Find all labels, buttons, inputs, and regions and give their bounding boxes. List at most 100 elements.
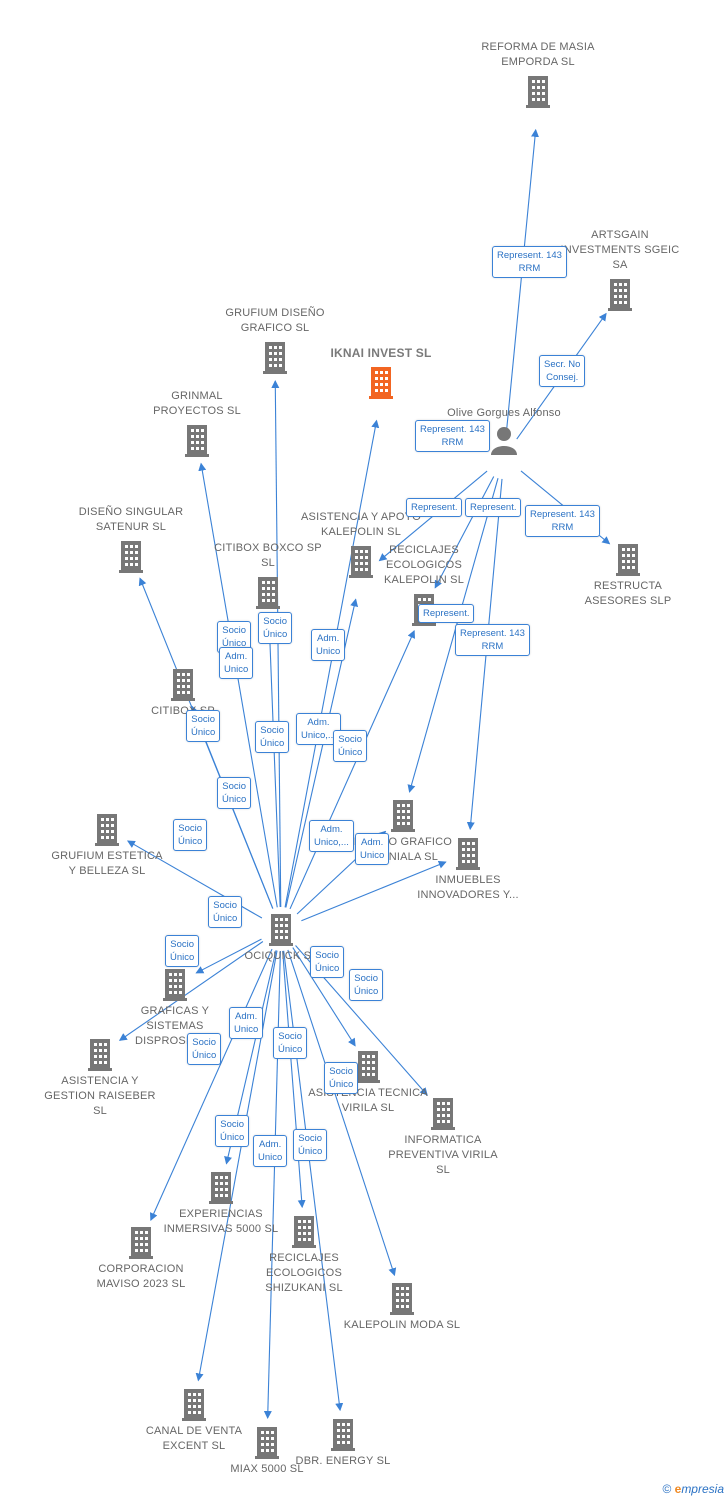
node-asistencia-gestion[interactable]: ASISTENCIA Y GESTION RAISEBER SL xyxy=(40,1037,160,1119)
edge-label-line: Represent. xyxy=(423,608,470,619)
edge-ociquick-iknai xyxy=(284,419,380,908)
edge-ociquick-kalepolin_moda xyxy=(287,949,397,1277)
node-label: RECICLAJES ECOLOGICOS KALEPOLIN SL xyxy=(383,544,465,586)
edge-label-line: Unico xyxy=(360,850,385,861)
edge-label-line: Socio xyxy=(220,1119,245,1130)
edge-label-line: Socio xyxy=(263,616,288,627)
node-label: RESTRUCTA ASESORES SLP xyxy=(584,580,672,607)
edge-label-adm-unico: Adm. Unico xyxy=(219,647,254,679)
edge-ociquick-canal xyxy=(195,950,278,1382)
edge-label-line: Único xyxy=(220,1132,245,1143)
brand-name: mpresia xyxy=(681,1482,724,1496)
edge-label-line: Unico xyxy=(224,664,249,675)
node-ociquick[interactable]: OCIQUICK SL xyxy=(221,912,341,964)
node-asistencia-apoyo[interactable]: ASISTENCIA Y APOYO KALEPOLIN SL xyxy=(301,510,421,578)
node-corporacion[interactable]: CORPORACION MAVISO 2023 SL xyxy=(81,1225,201,1292)
copyright-symbol: © xyxy=(662,1482,672,1496)
building-icon xyxy=(454,836,482,870)
edge-label-line: Socio xyxy=(192,1037,217,1048)
edge-label-line: Represent. 143 xyxy=(460,628,525,639)
node-reforma[interactable]: REFORMA DE MASIA EMPORDA SL xyxy=(478,40,598,108)
edge-label-adm-unico: Adm.Unico xyxy=(253,1135,288,1167)
edge-label-line: RRM xyxy=(481,641,504,652)
node-label: ASISTENCIA Y APOYO KALEPOLIN SL xyxy=(301,511,421,538)
edge-label-line: Único xyxy=(298,1146,323,1157)
node-canal[interactable]: CANAL DE VENTA EXCENT SL xyxy=(134,1387,254,1454)
edge-label-line: Único xyxy=(338,747,363,758)
node-label: GRINMAL PROYECTOS SL xyxy=(153,390,241,417)
node-citibox-boxco[interactable]: CITIBOX BOXCO SP SL xyxy=(208,541,328,609)
node-grinmal[interactable]: GRINMAL PROYECTOS SL xyxy=(137,389,257,457)
edge-label-line: Socio xyxy=(338,734,363,745)
node-kalepolin-moda[interactable]: KALEPOLIN MODA SL xyxy=(342,1281,462,1333)
edge-label-line: Adm. xyxy=(225,651,248,662)
node-label: ASISTENCIA Y GESTION RAISEBER SL xyxy=(44,1075,156,1117)
node-reciclajes-shizukani[interactable]: RECICLAJES ECOLOGICOS SHIZUKANI SL xyxy=(244,1214,364,1296)
edge-label-adm-unico: Adm. Unico xyxy=(355,833,390,865)
building-icon xyxy=(524,74,552,108)
node-miax[interactable]: MIAX 5000 SL xyxy=(207,1425,327,1477)
node-dbr[interactable]: DBR. ENERGY SL xyxy=(283,1417,403,1469)
edge-label-line: Represent. 143 xyxy=(420,424,485,435)
edge-label-adm-unico-ellipsis: Adm. Unico,... xyxy=(296,713,341,745)
node-restructa[interactable]: RESTRUCTA ASESORES SLP xyxy=(568,542,688,609)
edge-label-line: Adm. xyxy=(307,717,330,728)
edge-label-line: Único xyxy=(191,727,216,738)
node-label: INMUEBLES INNOVADORES Y... xyxy=(417,874,519,901)
edge-label-line: Adm. xyxy=(235,1011,258,1022)
edge-label-line: Adm. xyxy=(361,837,384,848)
building-icon xyxy=(389,798,417,832)
edge-label-line: Único xyxy=(315,963,340,974)
building-icon xyxy=(161,967,189,1001)
edge-label-line: Único xyxy=(192,1050,217,1061)
building-icon xyxy=(388,1281,416,1315)
building-icon xyxy=(354,1049,382,1083)
building-icon xyxy=(180,1387,208,1421)
edge-label-line: Socio xyxy=(178,823,203,834)
edge-label-line: Socio xyxy=(315,950,340,961)
edge-label-line: Único xyxy=(222,638,247,649)
edge-label-line: RRM xyxy=(551,522,574,533)
node-label: ARTSGAIN INVESTMENTS SGEIC SA xyxy=(560,229,680,271)
node-iknai[interactable]: IKNAI INVEST SL xyxy=(321,346,441,399)
node-label: GRUFIUM ESTETICA Y BELLEZA SL xyxy=(51,850,163,877)
edge-ociquick-reciclajes_kalepolin xyxy=(289,629,416,910)
building-icon xyxy=(429,1096,457,1130)
edge-label-line: Adm. xyxy=(317,633,340,644)
edge-label-line: Socio xyxy=(260,725,285,736)
edge-label-line: Único xyxy=(329,1079,354,1090)
edge-label-line: Único xyxy=(354,986,379,997)
building-icon xyxy=(207,1170,235,1204)
node-artsgain[interactable]: ARTSGAIN INVESTMENTS SGEIC SA xyxy=(560,228,680,311)
edge-label-line: Adm. xyxy=(259,1139,282,1150)
node-label: EXPERIENCIAS INMERSIVAS 5000 SL xyxy=(163,1208,279,1235)
building-icon xyxy=(347,544,375,578)
node-label: RECICLAJES ECOLOGICOS SHIZUKANI SL xyxy=(265,1252,343,1294)
node-olive[interactable]: Olive Gorgues Alfonso xyxy=(444,406,564,459)
node-label: DISEÑO SINGULAR SATENUR SL xyxy=(78,506,184,533)
edge-label-line: Unico xyxy=(234,1024,259,1035)
edge-label-line: Socio xyxy=(222,781,247,792)
building-icon xyxy=(261,340,289,374)
edge-ociquick-asistencia_tecnica xyxy=(292,947,356,1047)
brand-logo-letter: e xyxy=(674,1482,682,1496)
node-informatica[interactable]: INFORMATICA PREVENTIVA VIRILA SL xyxy=(383,1096,503,1178)
building-icon xyxy=(267,912,295,946)
building-icon xyxy=(183,423,211,457)
node-inmuebles[interactable]: INMUEBLES INNOVADORES Y... xyxy=(408,836,528,903)
building-icon xyxy=(606,277,634,311)
edge-olive-diseno_grafico xyxy=(407,478,499,793)
edge-label-line: RRM xyxy=(518,263,541,274)
edge-label-line: Unico,... xyxy=(301,730,336,741)
node-diseno-singular[interactable]: DISEÑO SINGULAR SATENUR SL xyxy=(71,505,191,573)
node-grufium-diseno[interactable]: GRUFIUM DISEÑO GRAFICO SL xyxy=(215,306,335,374)
node-experiencias[interactable]: EXPERIENCIAS INMERSIVAS 5000 SL xyxy=(161,1170,281,1237)
node-grufium-estetica[interactable]: GRUFIUM ESTETICA Y BELLEZA SL xyxy=(47,812,167,879)
edge-label-line: Socio xyxy=(354,973,379,984)
